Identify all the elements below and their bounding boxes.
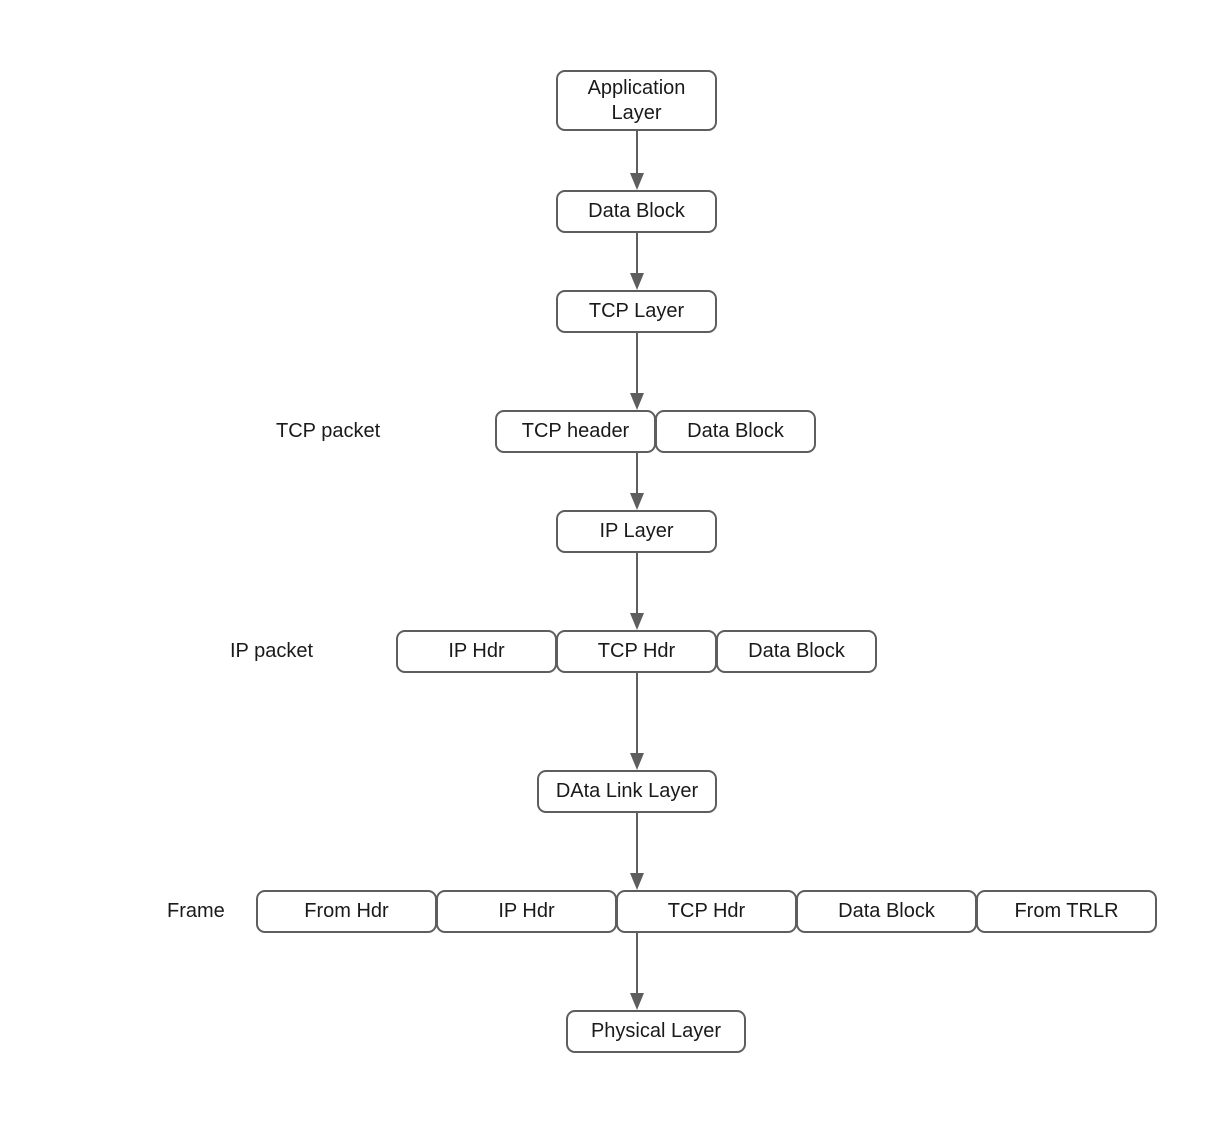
segment-data-block[interactable]: Data Block	[655, 410, 816, 453]
segment-ip-hdr[interactable]: IP Hdr	[436, 890, 617, 933]
segment-from-trlr[interactable]: From TRLR	[976, 890, 1157, 933]
packet-row-frame: From Hdr IP Hdr TCP Hdr Data Block From …	[256, 890, 1158, 933]
node-data-block[interactable]: Data Block	[556, 190, 717, 233]
packet-row-ip-packet: IP Hdr TCP Hdr Data Block	[396, 630, 878, 673]
node-ip-layer[interactable]: IP Layer	[556, 510, 717, 553]
node-physical-layer[interactable]: Physical Layer	[566, 1010, 746, 1053]
node-data-link-layer[interactable]: DAta Link Layer	[537, 770, 717, 813]
segment-ip-hdr[interactable]: IP Hdr	[396, 630, 557, 673]
segment-tcp-hdr[interactable]: TCP Hdr	[556, 630, 717, 673]
segment-data-block[interactable]: Data Block	[796, 890, 977, 933]
segment-tcp-hdr[interactable]: TCP Hdr	[616, 890, 797, 933]
row-label-tcp-packet: TCP packet	[276, 420, 381, 442]
row-label-frame: Frame	[167, 900, 225, 922]
packet-row-tcp-packet: TCP header Data Block	[495, 410, 817, 453]
segment-from-hdr[interactable]: From Hdr	[256, 890, 437, 933]
segment-data-block[interactable]: Data Block	[716, 630, 877, 673]
row-label-ip-packet: IP packet	[230, 640, 314, 662]
node-application-layer[interactable]: Application Layer	[556, 70, 717, 131]
segment-tcp-header[interactable]: TCP header	[495, 410, 656, 453]
node-tcp-layer[interactable]: TCP Layer	[556, 290, 717, 333]
